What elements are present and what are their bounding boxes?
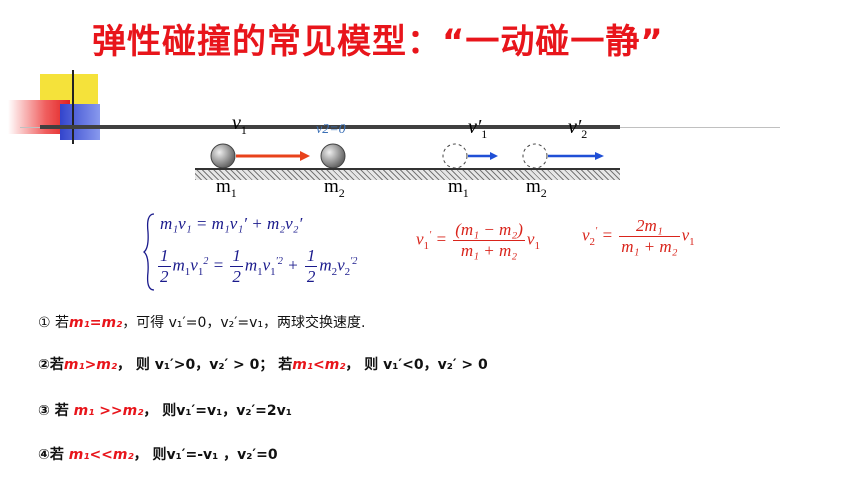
ball-m2 xyxy=(320,143,346,169)
case-2: ②若m₁>m₂， 则 v₁′>0，v₂′ > 0； 若m₁<m₂， 则 v₁′<… xyxy=(38,357,488,373)
velocity-label-v2-zero: v2=0 xyxy=(316,122,346,137)
arrow-v1-prime-head xyxy=(490,152,498,160)
decor-vertical-line xyxy=(72,70,74,144)
decor-horizontal-line xyxy=(40,125,620,129)
velocity-label-v1-prime: v′1 xyxy=(468,116,488,141)
ball-m2-after xyxy=(522,143,548,169)
momentum-equation: m₁v₁ = m₁v₁′ + m₂v₂′ xyxy=(160,214,303,233)
mass-label-m2: m2 xyxy=(324,176,345,200)
decor-blue-square xyxy=(60,104,100,140)
equation-brace xyxy=(142,213,155,291)
slide-title: 弹性碰撞的常见模型：“一动碰一静” xyxy=(92,22,664,62)
velocity-label-v1: v1 xyxy=(232,112,247,137)
case-1: ① 若m₁=m₂，可得 v₁′=0，v₂′=v₁，两球交换速度. xyxy=(38,315,366,331)
ball-m1-after xyxy=(442,143,468,169)
ground-surface xyxy=(195,168,620,180)
arrow-v2-prime-head xyxy=(595,152,604,160)
mass-label-m1: m1 xyxy=(216,176,237,200)
mass-label-m2-after: m2 xyxy=(526,176,547,200)
arrow-v1-head xyxy=(300,151,310,161)
ball-m1 xyxy=(210,143,236,169)
mass-label-m1-after: m1 xyxy=(448,176,469,200)
case-4: ④若 m₁<<m₂， 则v₁′=-v₁ ，v₂′=0 xyxy=(38,447,278,463)
velocity-label-v2-prime: v′2 xyxy=(568,116,588,141)
case-3: ③ 若 m₁ >>m₂， 则v₁′=v₁，v₂′=2v₁ xyxy=(38,403,292,419)
